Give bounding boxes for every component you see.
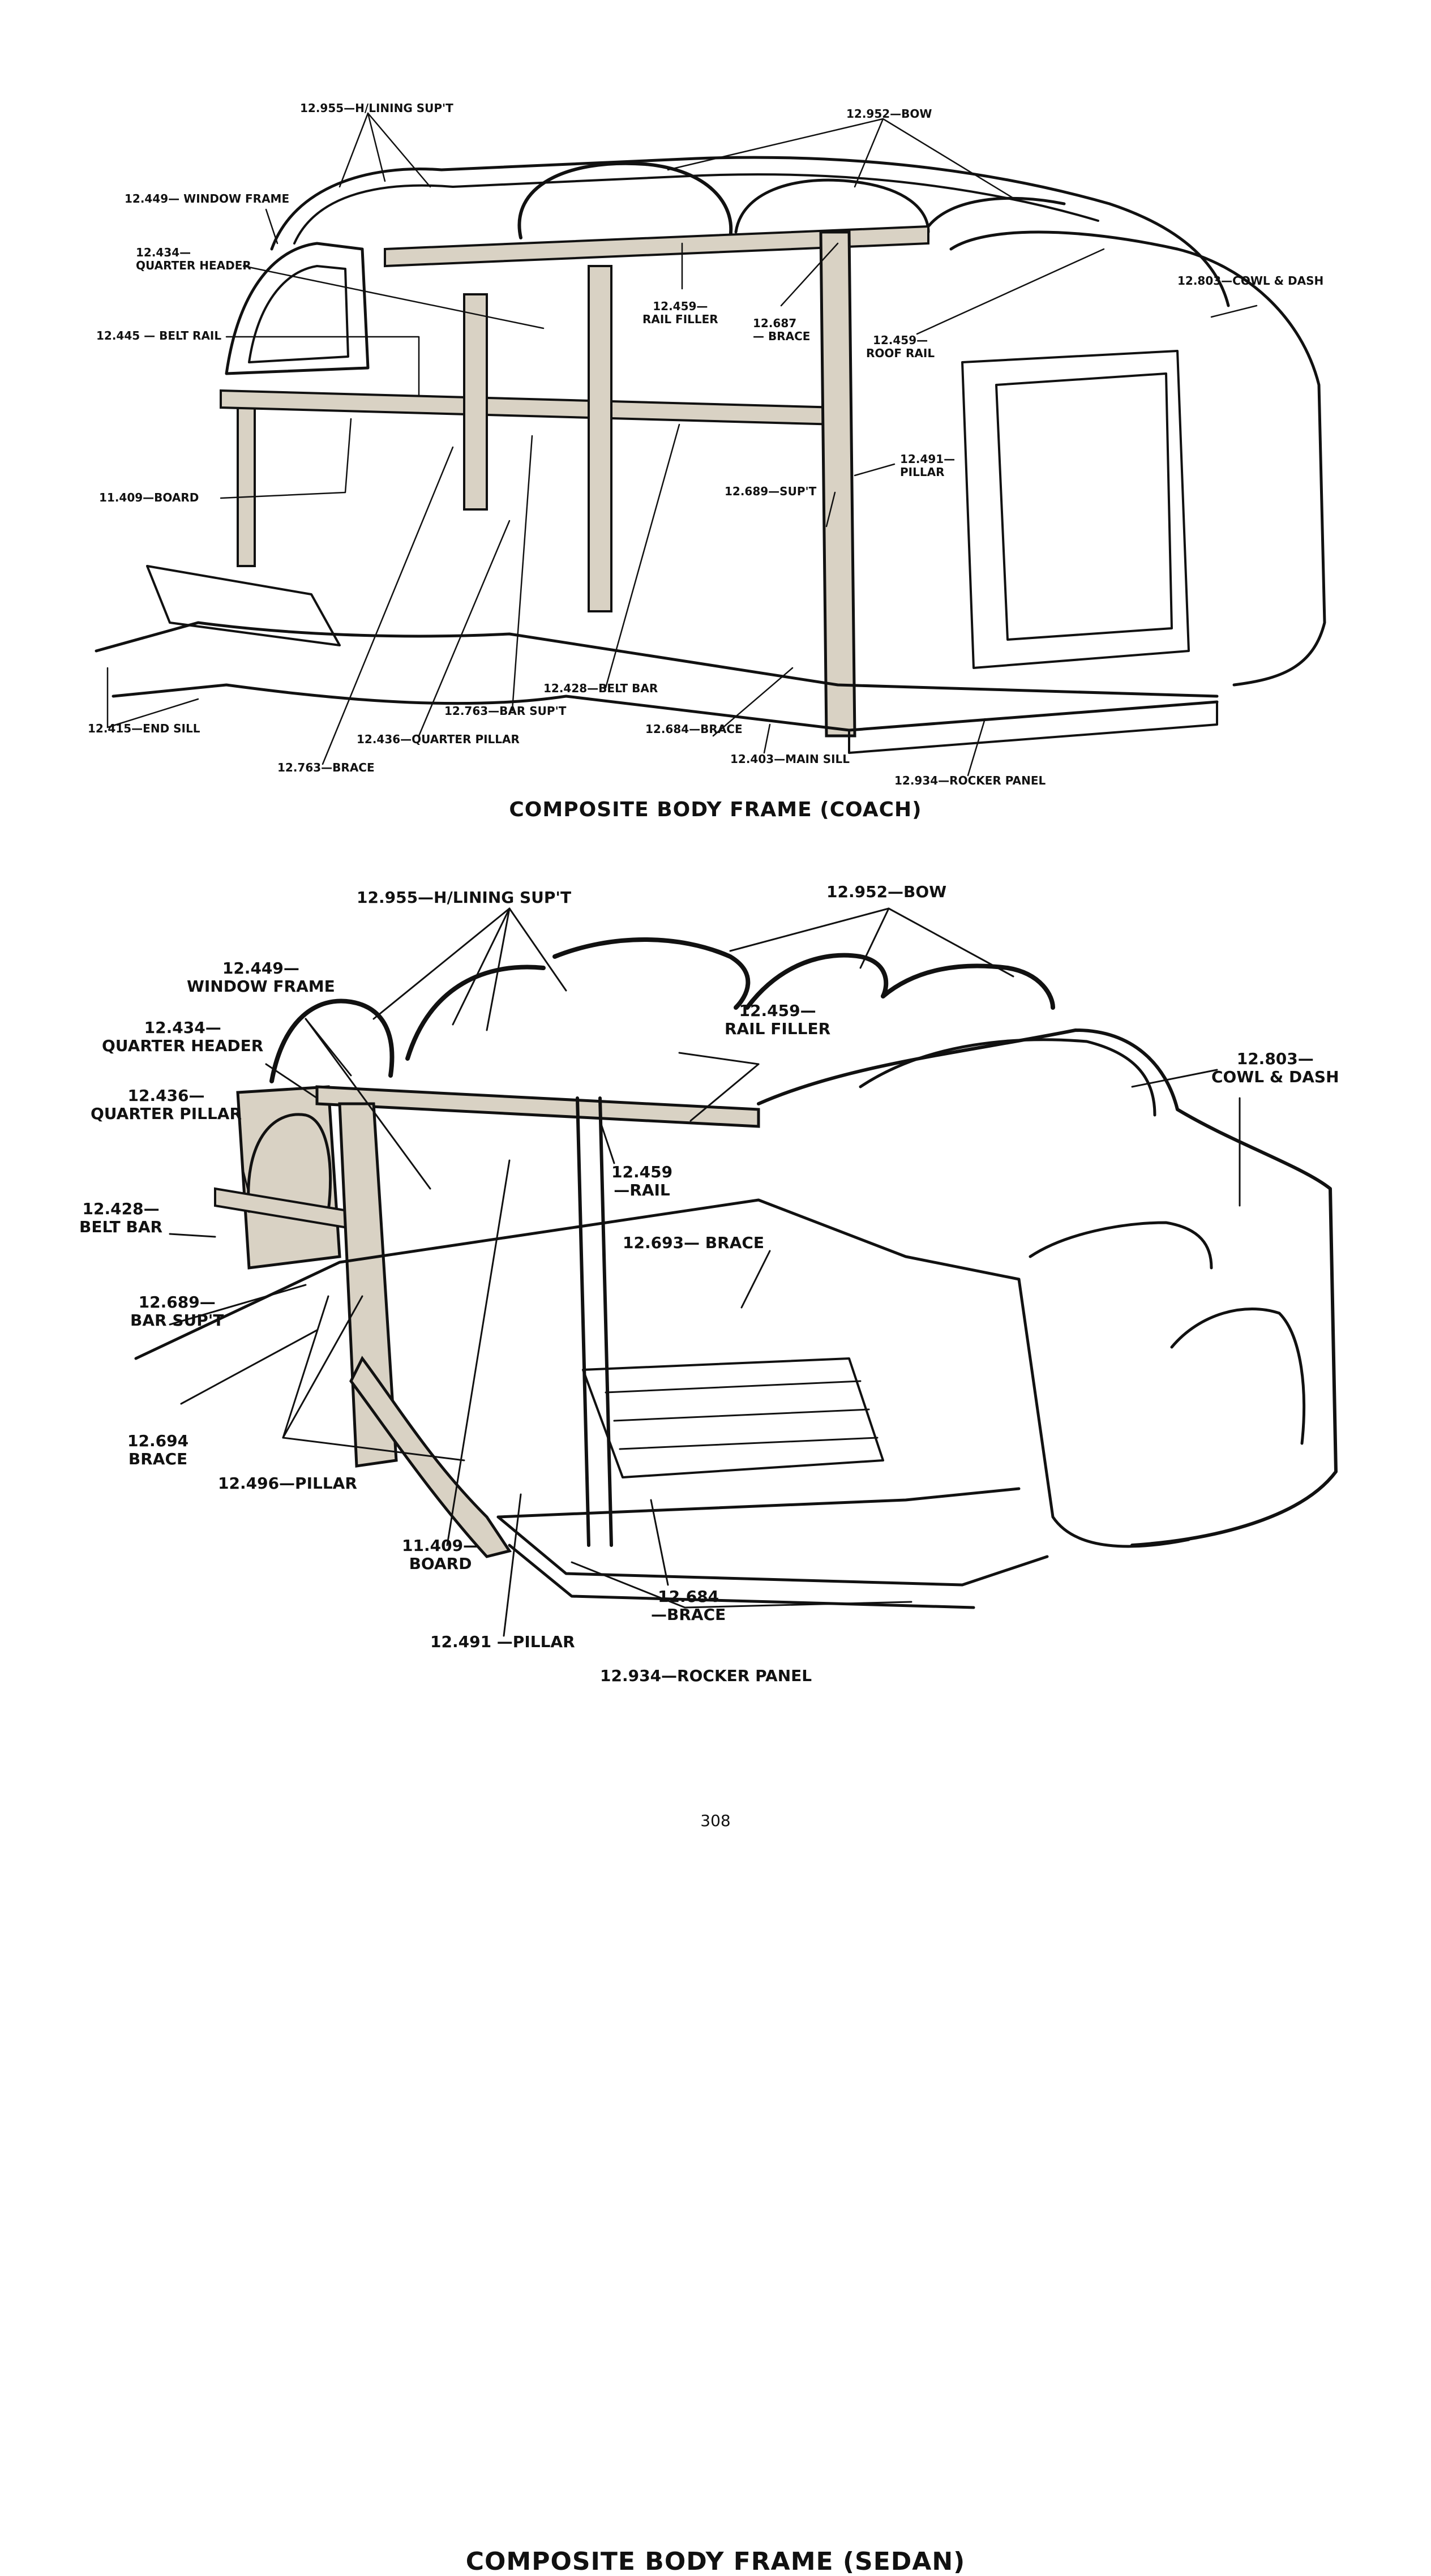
- label-board: 11.409— BOARD: [402, 1536, 479, 1574]
- page-number: 308: [700, 1811, 731, 1830]
- label-brace-684: 12.684—BRACE: [645, 722, 743, 736]
- label-quarter-pillar: 12.436— QUARTER PILLAR: [91, 1086, 242, 1124]
- label-rail-filler-text: RAIL FILLER: [642, 312, 718, 326]
- label-quarter-pillar-number: 12.436—: [127, 1086, 205, 1105]
- label-quarter-header-number: 12.434—: [136, 246, 191, 259]
- label-brace-684: 12.684 —BRACE: [651, 1587, 726, 1625]
- label-quarter-header: 12.434— QUARTER HEADER: [102, 1018, 264, 1056]
- label-roof-rail-number: 12.459—: [872, 333, 928, 347]
- coach-frame-illustration: [95, 112, 1326, 777]
- label-brace-687-text: — BRACE: [753, 329, 811, 343]
- coach-caption: COMPOSITE BODY FRAME (COACH): [509, 798, 922, 821]
- label-cowl-dash: 12.803—COWL & DASH: [1177, 274, 1324, 288]
- label-cowl-dash-text: COWL & DASH: [1211, 1068, 1339, 1087]
- label-cowl-dash: 12.803— COWL & DASH: [1211, 1049, 1339, 1087]
- label-brace-694-number: 12.694: [127, 1431, 189, 1450]
- label-belt-bar: 12.428— BELT BAR: [79, 1199, 163, 1237]
- label-roof-rail-text: ROOF RAIL: [866, 346, 935, 360]
- label-pillar: 12.491— PILLAR: [900, 453, 955, 479]
- label-quarter-pillar: 12.436—QUARTER PILLAR: [357, 732, 520, 746]
- label-h-lining-supt: 12.955—H/LINING SUP'T: [300, 101, 453, 115]
- label-bar-supt-number: 12.689—: [138, 1293, 216, 1311]
- sedan-frame-illustration: [134, 907, 1338, 1637]
- label-belt-rail: 12.445 — BELT RAIL: [96, 329, 222, 342]
- label-rail-filler-number: 12.459—: [739, 1001, 816, 1020]
- label-supt-689: 12.689—SUP'T: [725, 485, 817, 498]
- label-board-text: BOARD: [409, 1554, 472, 1574]
- label-end-sill: 12.415—END SILL: [88, 722, 200, 735]
- label-window-frame: 12.449— WINDOW FRAME: [187, 959, 335, 996]
- label-pillar-496: 12.496—PILLAR: [218, 1474, 357, 1493]
- label-brace-693: 12.693— BRACE: [623, 1233, 765, 1252]
- label-window-frame-number: 12.449—: [222, 959, 299, 978]
- label-bar-supt: 12.763—BAR SUP'T: [444, 704, 567, 718]
- label-brace-687-number: 12.687: [753, 316, 797, 330]
- label-h-lining-supt: 12.955—H/LINING SUP'T: [357, 888, 572, 907]
- label-brace-694: 12.694 BRACE: [127, 1431, 189, 1469]
- label-quarter-pillar-text: QUARTER PILLAR: [91, 1104, 242, 1124]
- label-board-number: 11.409—: [402, 1536, 479, 1555]
- label-quarter-header: 12.434— QUARTER HEADER: [136, 246, 251, 272]
- label-bar-supt: 12.689— BAR SUP'T: [130, 1293, 224, 1330]
- label-rail-filler: 12.459— RAIL FILLER: [642, 300, 718, 326]
- label-brace-684-number: 12.684: [658, 1587, 719, 1606]
- sedan-figure: 12.955—H/LINING SUP'T 12.952—BOW 12.449—…: [0, 849, 1431, 2576]
- label-brace-763: 12.763—BRACE: [277, 761, 375, 774]
- label-rail-number: 12.459: [611, 1163, 673, 1181]
- label-pillar-text: PILLAR: [900, 465, 945, 479]
- label-bow: 12.952—BOW: [846, 107, 932, 121]
- label-main-sill: 12.403—MAIN SILL: [730, 752, 850, 766]
- label-brace-684-text: —BRACE: [651, 1605, 726, 1625]
- label-bar-supt-text: BAR SUP'T: [130, 1311, 224, 1330]
- label-rail-filler-number: 12.459—: [653, 299, 708, 313]
- label-belt-bar: 12.428—BELT BAR: [543, 681, 658, 695]
- label-quarter-header-text: QUARTER HEADER: [102, 1036, 264, 1056]
- label-rail: 12.459 —RAIL: [611, 1163, 672, 1199]
- label-rail-text: —RAIL: [614, 1181, 670, 1200]
- label-quarter-header-number: 12.434—: [144, 1018, 221, 1037]
- label-rocker-panel: 12.934—ROCKER PANEL: [894, 774, 1046, 787]
- label-window-frame: 12.449— WINDOW FRAME: [125, 192, 290, 205]
- coach-figure: 12.955—H/LINING SUP'T 12.952—BOW 12.449—…: [0, 0, 1431, 849]
- label-window-frame-text: WINDOW FRAME: [187, 977, 335, 996]
- label-brace-694-text: BRACE: [128, 1450, 188, 1469]
- label-rocker-panel: 12.934—ROCKER PANEL: [600, 1666, 812, 1685]
- sedan-caption: COMPOSITE BODY FRAME (SEDAN): [465, 2547, 966, 2576]
- label-roof-rail: 12.459— ROOF RAIL: [866, 334, 935, 360]
- label-rail-filler-text: RAIL FILLER: [725, 1019, 831, 1039]
- label-pillar-491: 12.491 —PILLAR: [430, 1632, 575, 1651]
- label-pillar-number: 12.491—: [900, 452, 956, 466]
- label-belt-bar-text: BELT BAR: [79, 1218, 163, 1237]
- label-cowl-dash-number: 12.803—: [1236, 1049, 1314, 1068]
- label-bow: 12.952—BOW: [826, 882, 947, 901]
- label-board: 11.409—BOARD: [99, 491, 199, 504]
- label-brace-687: 12.687 — BRACE: [753, 317, 810, 343]
- label-rail-filler: 12.459— RAIL FILLER: [725, 1001, 831, 1039]
- label-quarter-header-text: QUARTER HEADER: [136, 259, 251, 272]
- label-belt-bar-number: 12.428—: [82, 1199, 160, 1218]
